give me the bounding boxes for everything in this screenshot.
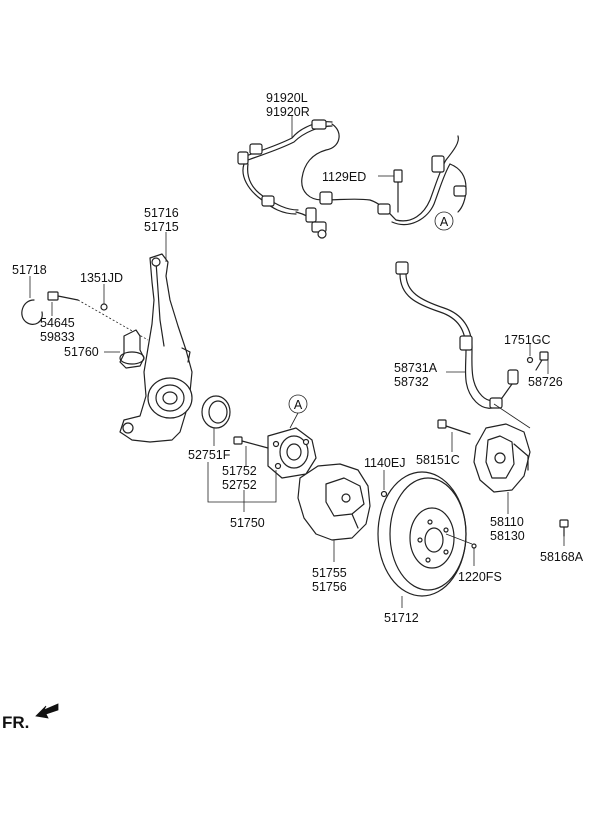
label-58151C: 58151C xyxy=(416,453,460,467)
hub-bearing xyxy=(267,427,317,479)
front-direction-label: FR. xyxy=(2,713,29,732)
dust-cover-ring xyxy=(201,395,231,429)
label-58110: 58110 xyxy=(490,515,524,529)
bracket-51750 xyxy=(207,462,277,503)
label-51715: 51715 xyxy=(144,220,179,234)
label-91920R: 91920R xyxy=(266,105,310,119)
label-51760: 51760 xyxy=(64,345,99,359)
label-52752: 52752 xyxy=(222,478,257,492)
leader-1220FS-to-disc xyxy=(445,533,473,545)
label-58726: 58726 xyxy=(528,375,563,389)
caliper-bolt xyxy=(437,419,471,435)
brake-disc xyxy=(377,471,467,597)
label-58168A: 58168A xyxy=(540,550,584,564)
front-arrow-icon xyxy=(35,703,59,719)
screw-1140EJ xyxy=(380,490,388,498)
label-58732: 58732 xyxy=(394,375,429,389)
steering-knuckle xyxy=(119,253,193,443)
label-51718: 51718 xyxy=(12,263,47,277)
label-51716: 51716 xyxy=(144,206,179,220)
reference-a-mid: A xyxy=(294,398,303,412)
ball-joint xyxy=(119,329,145,369)
axis-knuckle-bolt xyxy=(77,299,149,341)
label-1140EJ: 1140EJ xyxy=(364,456,405,470)
bolt-58168A xyxy=(559,519,569,537)
label-52751F: 52751F xyxy=(188,448,231,462)
knuckle-bolt xyxy=(47,291,108,311)
label-1129ED: 1129ED xyxy=(322,170,366,184)
label-51755: 51755 xyxy=(312,566,347,580)
brake-caliper xyxy=(473,423,531,493)
wheel-speed-sensor-cable xyxy=(237,119,467,239)
leader-hose-to-caliper xyxy=(493,403,531,429)
label-91920L: 91920L xyxy=(266,91,308,105)
label-51712: 51712 xyxy=(384,611,419,625)
hub-bolt xyxy=(233,436,269,449)
bleeder-58726 xyxy=(535,351,549,371)
label-58731A: 58731A xyxy=(394,361,438,375)
label-58130: 58130 xyxy=(490,529,525,543)
dust-cover-plate xyxy=(297,463,371,541)
reference-a-top: A xyxy=(440,215,449,229)
label-51756: 51756 xyxy=(312,580,347,594)
reference-circle-a-top xyxy=(434,211,454,231)
label-1351JD: 1351JD xyxy=(80,271,123,285)
brake-hose xyxy=(395,261,519,409)
label-54645: 54645 xyxy=(40,316,75,330)
label-51752: 51752 xyxy=(222,464,257,478)
label-51750: 51750 xyxy=(230,516,265,530)
label-1751GC: 1751GC xyxy=(504,333,551,347)
screw-1220FS xyxy=(471,543,477,549)
snap-ring xyxy=(21,299,43,325)
label-59833: 59833 xyxy=(40,330,75,344)
label-1220FS: 1220FS xyxy=(458,570,502,584)
clip-1751GC xyxy=(526,356,534,364)
leader-ref-a-mid xyxy=(289,412,299,429)
